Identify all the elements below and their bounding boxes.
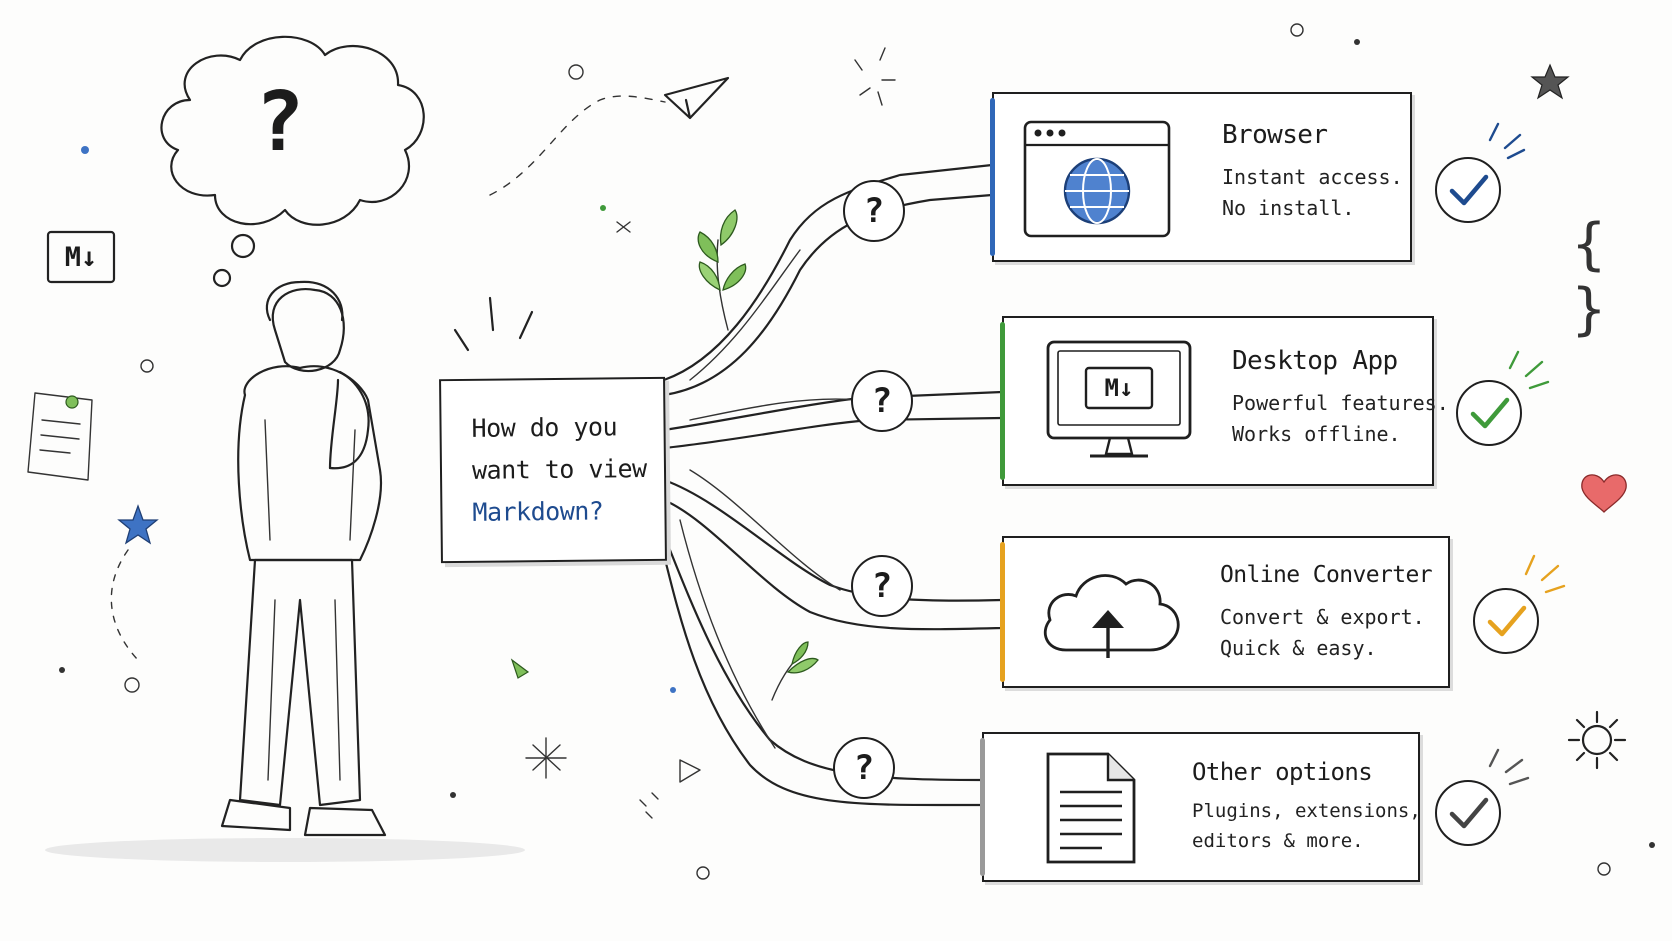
question-line-2: want to view [471, 454, 647, 485]
option-title: Desktop App [1232, 346, 1398, 376]
option-card-online-converter: Online Converter Convert & export. Quick… [1000, 536, 1450, 688]
option-desc-line-1: Convert & export. [1220, 605, 1425, 629]
checkmark-icon [1449, 174, 1489, 206]
checkmark-icon [1487, 605, 1527, 637]
branch-node-desktop: ? [851, 370, 913, 432]
browser-globe-icon [1023, 120, 1171, 238]
option-desc-line-2: editors & more. [1192, 830, 1364, 852]
left-doodles [27, 146, 159, 693]
central-question-box: How do you want to view Markdown? [439, 376, 667, 564]
option-card-other: Other options Plugins, extensions, edito… [980, 732, 1421, 882]
option-desc-line-2: No install. [1222, 196, 1355, 220]
desktop-monitor-icon [1046, 340, 1192, 458]
right-doodles [1567, 474, 1655, 876]
check-browser [1435, 157, 1501, 223]
option-card-desktop: M↓ Desktop App Powerful features. Works … [1000, 316, 1449, 486]
code-braces-icon: { } [1572, 212, 1606, 342]
option-title: Other options [1192, 758, 1373, 786]
option-desc-line-1: Powerful features. [1232, 391, 1449, 415]
cloud-upload-icon [1043, 574, 1180, 658]
thinking-person [45, 280, 525, 862]
question-line-1: How do you [471, 412, 618, 443]
question-line-3: Markdown? [472, 496, 604, 527]
checkmark-icon [1449, 797, 1489, 829]
option-title: Online Converter [1220, 562, 1433, 588]
check-other [1435, 780, 1501, 846]
screen-markdown-badge: M↓ [1104, 374, 1134, 402]
check-online-converter [1473, 588, 1539, 654]
bottom-doodles [450, 658, 710, 880]
check-desktop [1456, 380, 1522, 446]
branch-node-browser: ? [843, 180, 905, 242]
branch-node-other: ? [833, 737, 895, 799]
option-card-browser: Browser Instant access. No install. [990, 92, 1412, 262]
branch-node-converter: ? [851, 555, 913, 617]
markdown-badge: M↓ [64, 241, 98, 273]
option-desc-line-1: Plugins, extensions, [1192, 800, 1421, 822]
top-doodles [489, 23, 1570, 233]
thought-cloud [160, 35, 425, 288]
checkmark-icon [1470, 397, 1510, 429]
thought-question-mark: ? [255, 75, 305, 170]
option-title: Browser [1222, 120, 1328, 150]
option-desc-line-1: Instant access. [1222, 165, 1403, 189]
tree-trunk [662, 163, 1004, 807]
option-desc-line-2: Works offline. [1232, 422, 1401, 446]
option-desc-line-2: Quick & easy. [1220, 636, 1377, 660]
document-icon [1046, 752, 1136, 864]
